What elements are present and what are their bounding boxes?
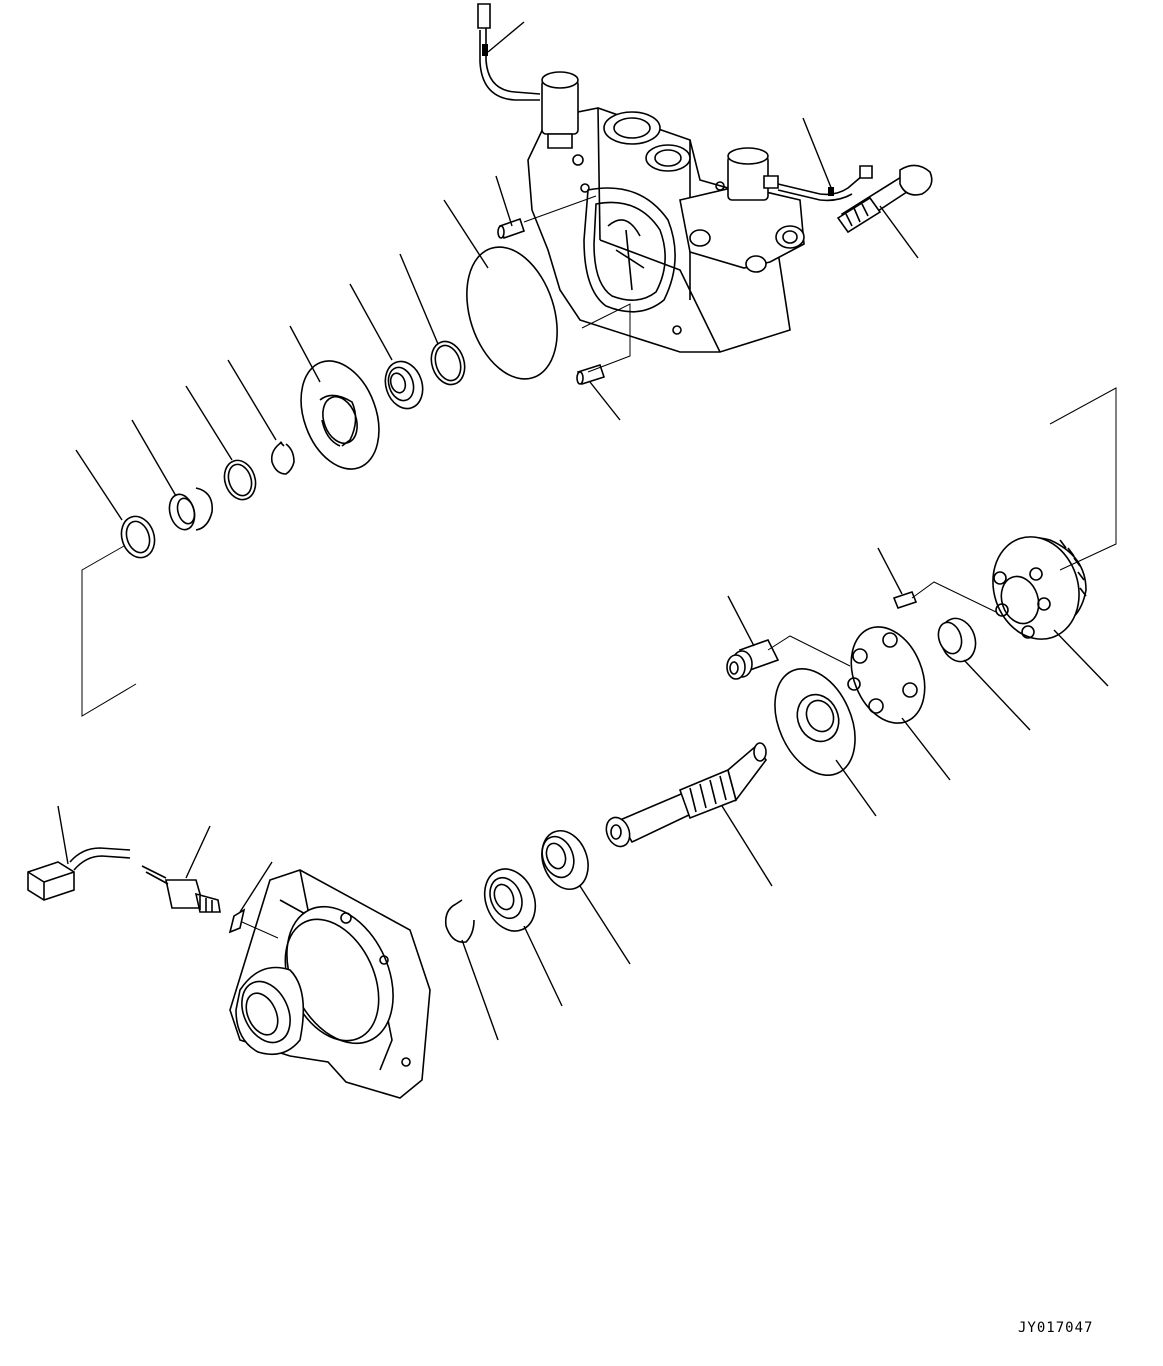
thrust-plate xyxy=(759,656,870,788)
oil-seal xyxy=(476,861,544,938)
retainer-plate xyxy=(838,616,939,734)
solenoid-a xyxy=(542,72,578,148)
sensor-connector xyxy=(28,848,130,900)
dowel-pin-upper xyxy=(498,219,524,238)
o-ring-large xyxy=(451,235,573,390)
solenoid-b xyxy=(728,148,778,200)
socket-bolt xyxy=(838,165,932,232)
bearing-upper xyxy=(379,357,428,414)
o-ring-small xyxy=(230,910,244,932)
seal-ring-b xyxy=(220,456,261,503)
needle-bearing xyxy=(935,614,981,666)
leader-lines xyxy=(58,22,1116,1040)
pump-housing xyxy=(528,72,804,352)
swash-plate xyxy=(287,350,393,480)
wire-harness-top xyxy=(478,4,872,200)
snap-ring-b xyxy=(446,900,474,942)
drawing-code: JY017047 xyxy=(1018,1320,1094,1336)
seal-ring-a xyxy=(426,337,470,389)
roll-pin xyxy=(894,592,916,608)
cylinder-block xyxy=(980,526,1092,651)
drive-shaft xyxy=(602,743,766,850)
snap-ring-a xyxy=(272,442,294,474)
dowel-pin-lower xyxy=(577,365,604,384)
split-collar xyxy=(166,488,213,533)
piston-shoe xyxy=(727,640,778,679)
washer-a xyxy=(116,512,159,562)
speed-sensor xyxy=(142,866,220,912)
bearing-lower xyxy=(534,824,596,895)
front-housing xyxy=(230,870,430,1098)
